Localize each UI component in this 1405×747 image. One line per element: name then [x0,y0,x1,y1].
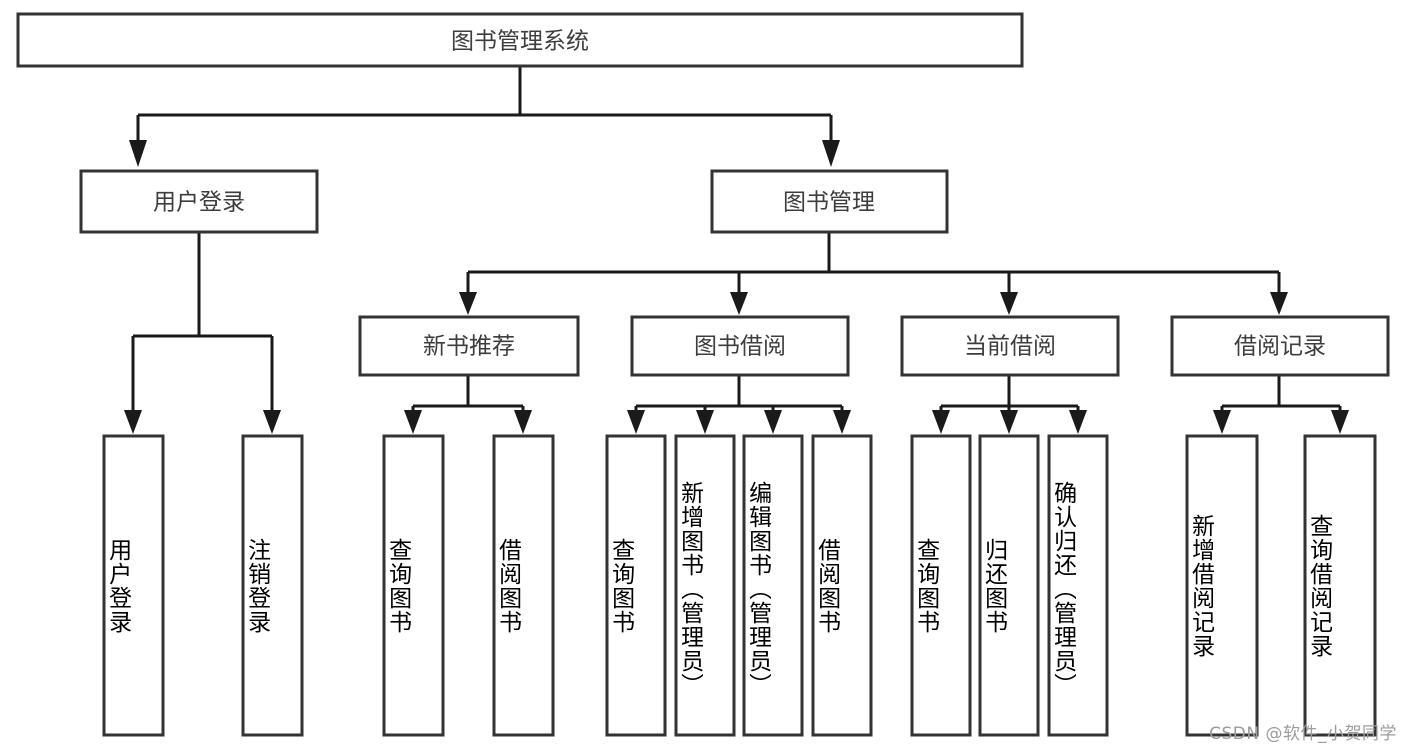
arrow-to-borrow-record [1270,292,1288,315]
connector-layer [124,66,1349,434]
node-leaf-query-book-3[interactable] [910,434,972,737]
node-book-borrow[interactable] [630,315,850,377]
arrow-user-login-leaf-1 [124,410,142,434]
arrow-book-borrow-leaf-3 [764,410,782,434]
arrow-new-book-leaf-2 [514,410,532,434]
node-user-login-label: 用户登录 [153,190,245,216]
node-book-borrow-label: 图书借阅 [694,334,786,360]
arrow-new-book-leaf-1 [404,410,422,434]
arrow-book-borrow-leaf-1 [627,410,645,434]
arrow-root-to-book-manage [822,140,840,167]
node-leaf-add-borrow-record[interactable] [1185,434,1259,737]
arrow-to-current-borrow [1000,292,1018,315]
node-new-book-recommend[interactable] [358,315,580,377]
node-book-manage[interactable] [710,169,949,234]
arrow-book-borrow-leaf-2 [696,410,714,434]
arrow-current-borrow-leaf-2 [1000,410,1018,434]
arrow-to-book-borrow [730,292,748,315]
node-borrow-record[interactable] [1170,315,1390,377]
node-borrow-record-label: 借阅记录 [1234,334,1326,360]
arrow-user-login-leaf-2 [263,410,281,434]
arrow-root-to-user-login [129,140,147,167]
node-leaf-query-book-1[interactable] [382,434,445,737]
node-leaf-borrow-book-1[interactable] [492,434,555,737]
node-leaf-query-book-2[interactable] [605,434,667,737]
arrow-borrow-record-leaf-1 [1213,410,1231,434]
arrow-to-new-book-recommend [459,292,477,315]
node-leaf-edit-book[interactable] [742,434,804,737]
node-leaf-return-book[interactable] [978,434,1040,737]
node-leaf-user-login[interactable] [102,434,165,737]
node-current-borrow-label: 当前借阅 [964,334,1056,360]
watermark-text: CSDN @软件_小贺同学 [1209,724,1397,744]
node-root-label: 图书管理系统 [451,29,589,55]
node-root[interactable] [16,12,1024,68]
node-book-manage-label: 图书管理 [783,190,875,216]
arrow-current-borrow-leaf-1 [932,410,950,434]
arrow-current-borrow-leaf-3 [1069,410,1087,434]
node-leaf-logout-login[interactable] [241,434,304,737]
node-user-login[interactable] [79,169,319,234]
arrow-borrow-record-leaf-2 [1331,410,1349,434]
node-leaf-confirm-return[interactable] [1047,434,1109,737]
node-new-book-recommend-label: 新书推荐 [423,334,515,360]
node-layer: 图书管理系统 用户登录 图书管理 新书推荐 图书借阅 当前借阅 借阅记录 [16,12,1390,737]
node-leaf-query-borrow-record[interactable] [1303,434,1377,737]
node-leaf-add-book[interactable] [674,434,736,737]
arrow-book-borrow-leaf-4 [833,410,851,434]
node-current-borrow[interactable] [900,315,1120,377]
node-leaf-borrow-book-2[interactable] [811,434,873,737]
